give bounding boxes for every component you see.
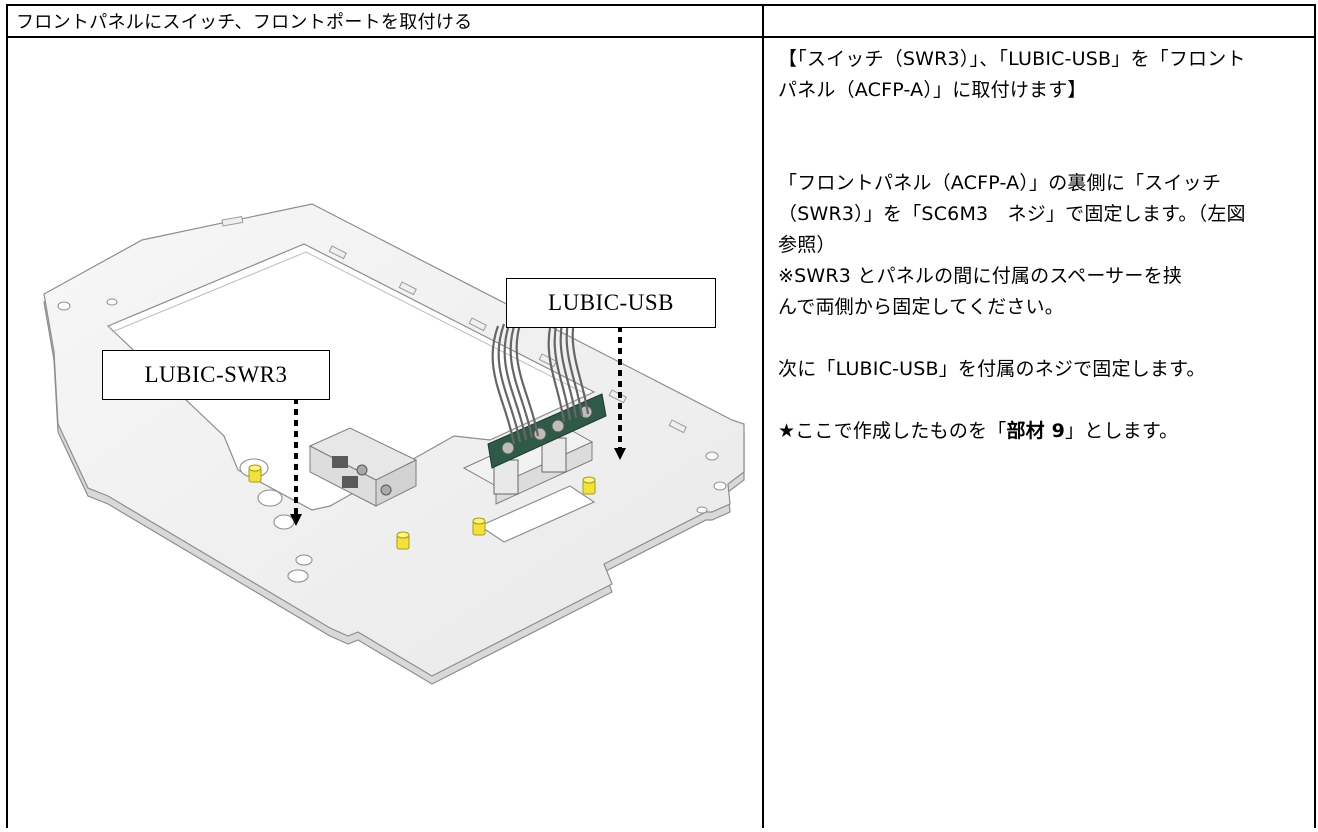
label-lubic-swr3: LUBIC-SWR3 [102, 350, 330, 400]
lubic-usb-pcb [487, 393, 607, 469]
column-divider [762, 4, 764, 828]
usb-pointer-arrow [614, 326, 626, 460]
label-lubic-usb: LUBIC-USB [506, 278, 716, 328]
step1-line-2: （SWR3）」を「SC6M3 ネジ」で固定します。（左図 [778, 203, 1246, 225]
step2-text: 次に「LUBIC-USB」を付属のネジで固定します。 [778, 358, 1206, 380]
table-right-border [1314, 4, 1316, 828]
header-row-divider [6, 36, 1316, 38]
usb-slot-cutout [478, 485, 596, 543]
document-table [6, 4, 1316, 828]
usb-connector-housing [462, 423, 594, 505]
table-top-border [6, 4, 1316, 6]
switch-swr3-block [308, 427, 418, 507]
yellow-spacers [248, 464, 596, 550]
note-line-2: んで両側から固定してください。 [778, 296, 1064, 318]
result-prefix: ★ここで作成したものを「 [778, 420, 1007, 442]
section-title: フロントパネルにスイッチ、フロントポートを取付ける [16, 12, 473, 33]
result-suffix: 」とします。 [1065, 420, 1179, 442]
heading-line-2: パネル（ACFP-A）」に取付けます】 [778, 79, 1087, 101]
instruction-text: 【「スイッチ（SWR3）」、「LUBIC-USB」を「フロント パネル（ACFP… [778, 44, 1306, 447]
step1-line-1: 「フロントパネル（ACFP-A）」の裏側に「スイッチ [778, 172, 1222, 194]
note-line-1: ※SWR3 とパネルの間に付属のスペーサーを挟 [778, 265, 1182, 287]
swr3-pointer-arrow [290, 398, 302, 526]
table-left-border [6, 4, 8, 828]
assembly-illustration: LUBIC-USB LUBIC-SWR3 [12, 40, 768, 828]
result-text: ★ここで作成したものを「部材 9」とします。 [778, 416, 1306, 447]
heading-line-1: 【「スイッチ（SWR3）」、「LUBIC-USB」を「フロント [778, 48, 1246, 70]
step1-line-3: 参照） [778, 234, 836, 256]
result-part-name: 部材 9 [1006, 420, 1066, 442]
front-panel-drawing [43, 203, 745, 685]
